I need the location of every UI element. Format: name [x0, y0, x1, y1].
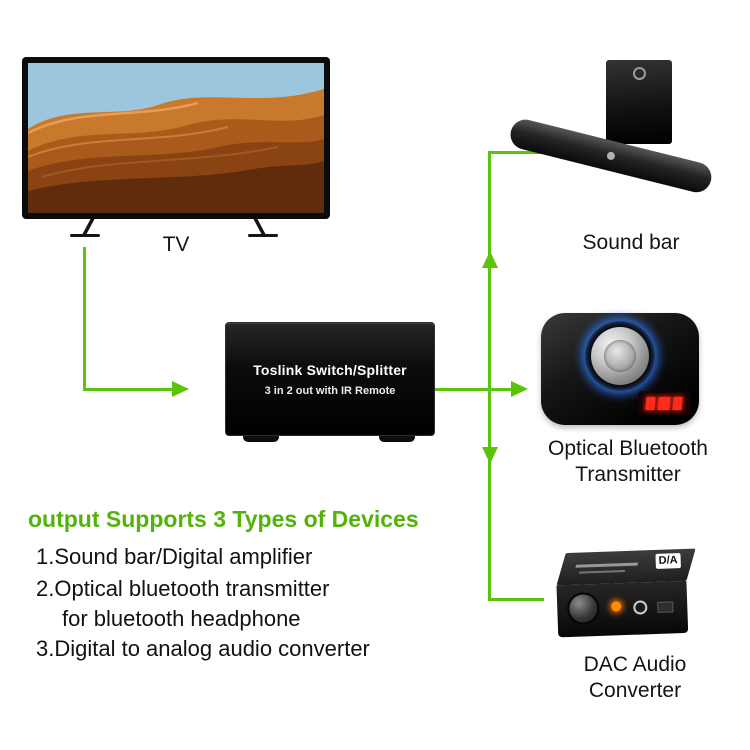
connector-tv-right-line — [83, 388, 173, 391]
list-item: 1.Sound bar/Digital amplifier — [36, 544, 313, 569]
speaker-logo-icon — [606, 151, 616, 161]
down-arrow-icon — [482, 447, 498, 464]
splitter-foot — [379, 434, 415, 442]
dac-label-line1: DAC Audio — [583, 653, 687, 676]
connector-tv-down-line — [83, 247, 86, 391]
led-segment — [645, 396, 656, 410]
connector-splitter-right-line — [434, 388, 512, 391]
list-item: 3.Digital to analog audio converter — [36, 636, 370, 661]
led-segment — [672, 396, 683, 410]
splitter-title: Toslink Switch/Splitter — [253, 361, 407, 378]
led-segment — [657, 396, 671, 410]
splitter-subtitle: 3 in 2 out with IR Remote — [264, 384, 396, 397]
connector-down-line — [488, 389, 491, 601]
dac-label-line2: Converter — [588, 678, 682, 702]
right-arrow-icon — [172, 381, 189, 397]
tv-foot — [248, 234, 278, 237]
soundbar-label: Sound bar — [582, 231, 680, 254]
tv-label: TV — [162, 233, 190, 256]
toslink-splitter-illustration: Toslink Switch/Splitter 3 in 2 out with … — [225, 322, 435, 436]
up-arrow-icon — [482, 251, 498, 268]
bluetooth-label-line1: Optical Bluetooth — [548, 437, 708, 460]
volume-knob — [591, 327, 649, 385]
canyon-image — [28, 63, 324, 213]
dac-converter-illustration: D/A — [549, 546, 702, 651]
bluetooth-transmitter-illustration — [541, 313, 699, 425]
led-display — [638, 391, 690, 415]
splitter-foot — [243, 434, 279, 442]
tv-foot — [70, 234, 100, 237]
list-item-continuation: for bluetooth headphone — [62, 606, 301, 631]
bluetooth-transmitter-label: Optical Bluetooth Transmitter — [528, 436, 728, 487]
list-item: 2.Optical bluetooth transmitter — [36, 576, 330, 601]
connector-up-line — [488, 151, 491, 389]
supported-devices-heading: output Supports 3 Types of Devices — [28, 506, 419, 532]
speaker-logo-icon — [633, 67, 646, 80]
right-arrow-icon — [511, 381, 528, 397]
knob-cap — [604, 340, 636, 372]
connector-dac-line — [488, 598, 544, 601]
subwoofer-illustration — [606, 60, 672, 144]
usb-port-icon — [657, 601, 674, 613]
bluetooth-label-line2: Transmitter — [575, 462, 681, 486]
connector-soundbar-line — [488, 151, 546, 154]
dac-logo-badge: D/A — [655, 553, 681, 569]
dac-label: DAC Audio Converter — [556, 652, 714, 703]
tv-illustration — [22, 57, 330, 239]
tv-screen — [22, 57, 330, 219]
knob-glow-ring — [585, 321, 655, 391]
